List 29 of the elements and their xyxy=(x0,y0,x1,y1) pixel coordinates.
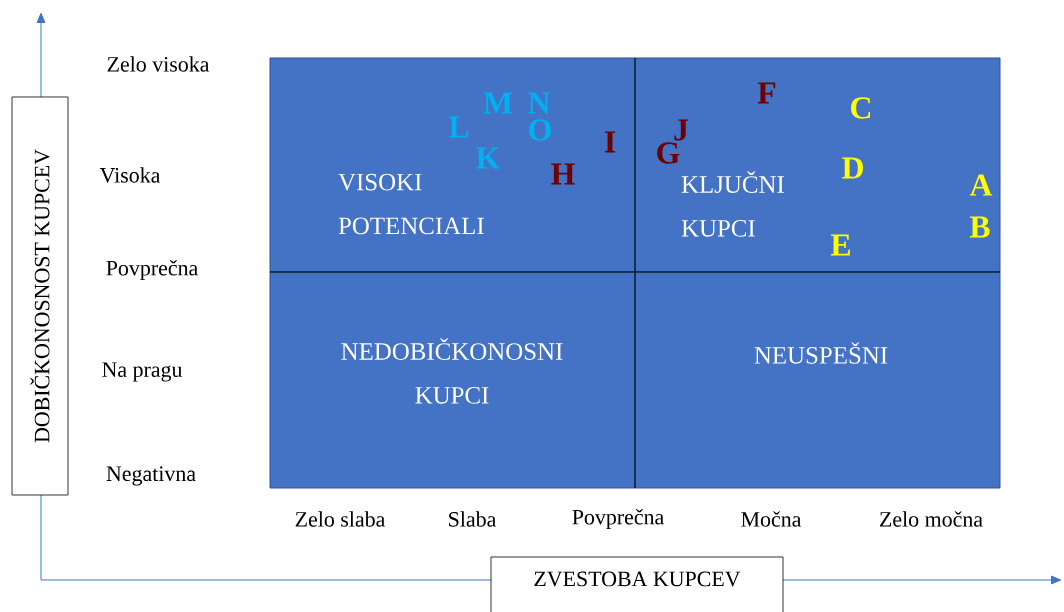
customer-letter: D xyxy=(842,157,863,179)
customer-letter: H xyxy=(551,163,575,185)
customer-letter: C xyxy=(851,97,871,119)
customer-letter: E xyxy=(830,234,850,256)
customer-letter: K xyxy=(476,147,501,169)
axis-label-box: DOBIČKONOSNOST KUPCEV xyxy=(11,96,69,496)
axis-tick-label: Slaba xyxy=(449,511,497,527)
customer-letter: L xyxy=(448,116,469,138)
axis-tick-label: Povprečna xyxy=(106,260,198,280)
quadrant-box: NEUSPEŠNI xyxy=(634,271,1001,489)
quadrant-box: NEDOBIČKONOSNI KUPCI xyxy=(269,271,636,489)
axis-tick-label: Visoka xyxy=(99,167,161,183)
customer-letter: A xyxy=(969,174,993,196)
axis-tick-label: Zelo močna xyxy=(880,511,983,527)
customer-letter: J xyxy=(674,119,689,141)
axis-label-box: ZVESTOBA KUPCEV xyxy=(490,556,784,612)
customer-letter: O xyxy=(529,119,551,141)
customer-letter: I xyxy=(604,131,616,153)
axis-tick-label: Zelo slaba xyxy=(295,511,386,527)
axis-tick-label: Na pragu xyxy=(102,362,183,382)
axis-tick-label: Povprečna xyxy=(572,509,664,529)
axis-tick-label: Močna xyxy=(741,511,802,527)
customer-letter: F xyxy=(757,82,776,104)
customer-letter: G xyxy=(657,142,680,164)
axis-tick-label: Zelo visoka xyxy=(107,56,210,72)
axis-tick-label: Negativna xyxy=(106,466,196,486)
customer-letter: N xyxy=(528,92,551,114)
customer-letter: B xyxy=(969,216,990,238)
customer-letter: M xyxy=(483,92,513,114)
